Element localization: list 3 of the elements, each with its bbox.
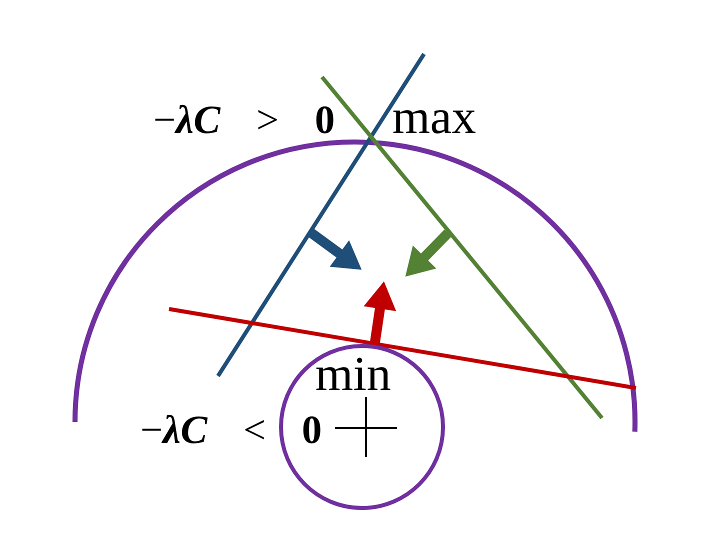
inequality-label: −λC > 0 — [155, 104, 334, 134]
inequality-label: −λC < 0 — [142, 414, 320, 444]
max-label: max — [393, 110, 476, 134]
